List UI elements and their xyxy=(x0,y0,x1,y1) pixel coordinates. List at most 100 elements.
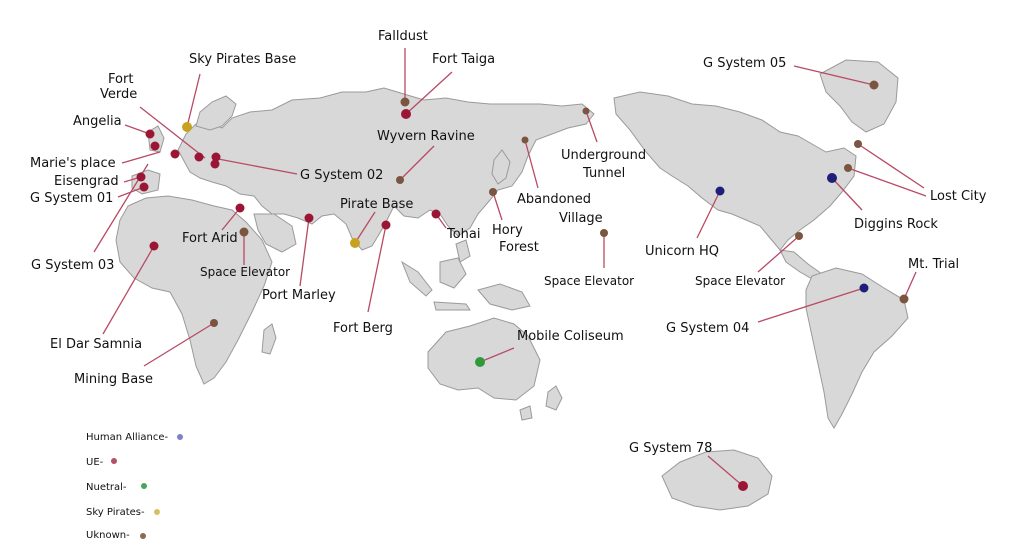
marker-pirate-base[interactable] xyxy=(350,238,360,248)
leader-pirate-base xyxy=(354,211,376,244)
legend-dot-ue xyxy=(111,458,117,464)
leader-unicorn-hq xyxy=(696,190,721,239)
landmass-africa xyxy=(115,195,273,385)
landmass-eurasia xyxy=(177,87,595,251)
label-abandoned-village-1: Abandoned xyxy=(517,192,591,207)
leader-g-system-02 xyxy=(212,157,298,175)
label-space-elevator-africa: Space Elevator xyxy=(200,265,290,279)
label-maries-place: Marie's place xyxy=(30,156,116,171)
leader-underground-tunnel xyxy=(585,110,598,143)
marker-space-elevator-america[interactable] xyxy=(795,232,803,240)
label-hory-forest-1: Hory xyxy=(492,223,523,238)
leader-mobile-coliseum xyxy=(479,347,515,363)
label-angelia: Angelia xyxy=(73,114,122,129)
label-underground-tunnel-2: Tunnel xyxy=(582,166,625,181)
marker-lost-city-2[interactable] xyxy=(844,164,852,172)
marker-eisengrad[interactable] xyxy=(210,159,220,169)
landmass-tasmania xyxy=(519,405,533,421)
marker-mt-trial[interactable] xyxy=(899,294,909,304)
label-pirate-base: Pirate Base xyxy=(340,197,413,212)
landmass-new-guinea xyxy=(477,283,531,311)
marker-lost-city[interactable] xyxy=(854,140,862,148)
label-diggins-rock: Diggins Rock xyxy=(854,217,938,232)
marker-fort-taiga[interactable] xyxy=(401,109,411,119)
legend-label-sky-pirates: Sky Pirates- xyxy=(86,507,145,518)
marker-unicorn-hq[interactable] xyxy=(715,186,725,196)
legend-dot-unknown xyxy=(140,533,146,539)
label-mobile-coliseum: Mobile Coliseum xyxy=(517,329,624,344)
leader-space-elevator-america xyxy=(757,235,800,273)
label-underground-tunnel-1: Underground xyxy=(561,148,646,163)
marker-g-system-01-b[interactable] xyxy=(139,182,149,192)
marker-diggins-rock[interactable] xyxy=(827,173,837,183)
label-unicorn-hq: Unicorn HQ xyxy=(645,244,719,259)
marker-sky-pirates-base[interactable] xyxy=(182,122,192,132)
leader-g-system-78 xyxy=(707,455,744,487)
marker-el-dar-samnia[interactable] xyxy=(149,241,159,251)
marker-mobile-coliseum[interactable] xyxy=(475,357,485,367)
marker-g-system-78[interactable] xyxy=(738,481,748,491)
label-g-system-01: G System 01 xyxy=(30,191,113,206)
leader-fort-verde xyxy=(139,106,206,159)
label-abandoned-village-2: Village xyxy=(559,211,603,226)
legend-label-human-alliance: Human Alliance- xyxy=(86,432,169,443)
landmass-antarctica xyxy=(661,449,773,511)
label-space-elevator-pacific: Space Elevator xyxy=(544,274,634,288)
label-space-elevator-america: Space Elevator xyxy=(695,274,785,288)
marker-g-system-05[interactable] xyxy=(869,80,879,90)
leader-el-dar-samnia xyxy=(102,245,155,335)
label-port-marley: Port Marley xyxy=(262,288,336,303)
label-g-system-05: G System 05 xyxy=(703,56,786,71)
label-fort-verde-1: Fort xyxy=(108,72,133,87)
landmass-java xyxy=(433,301,471,311)
landmass-north-america xyxy=(613,91,857,251)
label-sky-pirates-base: Sky Pirates Base xyxy=(189,52,296,67)
landmass-sumatra xyxy=(400,260,433,297)
landmass-scandinavia xyxy=(195,95,237,131)
marker-space-elevator-africa[interactable] xyxy=(239,227,249,237)
legend-label-ue: UE- xyxy=(86,457,104,468)
marker-abandoned-village[interactable] xyxy=(521,136,529,144)
marker-g-system-02[interactable] xyxy=(211,152,221,162)
marker-maries-place[interactable] xyxy=(194,152,204,162)
marker-g-system-04[interactable] xyxy=(859,283,869,293)
marker-falldust[interactable] xyxy=(400,97,410,107)
leader-maries-place xyxy=(121,151,161,164)
label-fort-arid: Fort Arid xyxy=(182,231,238,246)
marker-space-elevator-pacific[interactable] xyxy=(600,229,608,237)
marker-g-system-01[interactable] xyxy=(136,172,146,182)
marker-angelia-2[interactable] xyxy=(150,141,160,151)
location-labels: Falldust Fort Taiga Sky Pirates Base For… xyxy=(30,29,987,456)
marker-fort-arid[interactable] xyxy=(235,203,245,213)
marker-underground-tunnel[interactable] xyxy=(582,107,590,115)
label-fort-berg: Fort Berg xyxy=(333,321,393,336)
marker-hory-forest[interactable] xyxy=(489,188,497,196)
leader-fort-arid xyxy=(221,207,241,231)
location-markers xyxy=(136,80,909,491)
label-eisengrad: Eisengrad xyxy=(54,174,119,189)
label-fort-taiga: Fort Taiga xyxy=(432,52,495,67)
marker-fort-verde[interactable] xyxy=(170,149,180,159)
marker-angelia[interactable] xyxy=(145,129,155,139)
label-mt-trial: Mt. Trial xyxy=(908,257,959,272)
marker-mining-base[interactable] xyxy=(210,319,218,327)
marker-tohai[interactable] xyxy=(431,209,441,219)
label-g-system-03: G System 03 xyxy=(31,258,114,273)
label-fort-verde-2: Verde xyxy=(100,87,137,102)
legend-label-neutral: Nuetral- xyxy=(86,482,127,493)
label-falldust: Falldust xyxy=(378,29,428,44)
label-g-system-04: G System 04 xyxy=(666,321,749,336)
leader-lost-city xyxy=(857,143,925,189)
label-wyvern-ravine: Wyvern Ravine xyxy=(377,129,475,144)
label-hory-forest-2: Forest xyxy=(499,240,539,255)
marker-fort-berg[interactable] xyxy=(381,220,391,230)
legend: Human Alliance- UE- Nuetral- Sky Pirates… xyxy=(86,432,183,541)
label-g-system-78: G System 78 xyxy=(629,441,712,456)
landmass-borneo xyxy=(439,257,467,289)
legend-dot-neutral xyxy=(141,483,147,489)
leader-abandoned-village xyxy=(524,139,539,189)
marker-wyvern-ravine[interactable] xyxy=(396,176,404,184)
landmass-new-zealand xyxy=(545,385,563,411)
marker-port-marley[interactable] xyxy=(304,213,314,223)
